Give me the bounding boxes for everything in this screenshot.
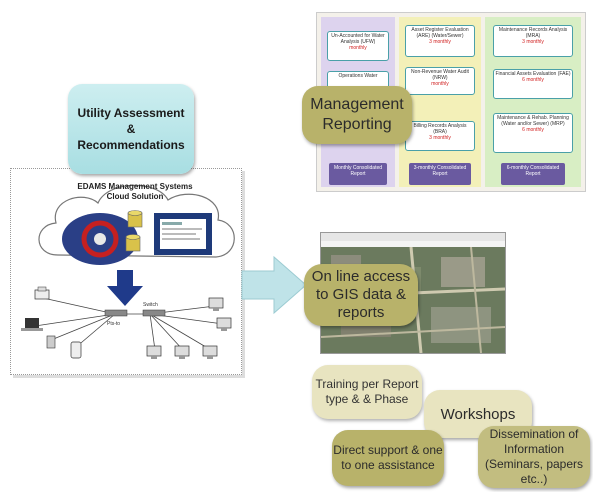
computer-icon [146,297,232,359]
report-box: Non-Revenue Water Audit (NRW) monthly [405,67,475,95]
arrow-right-icon [241,255,307,315]
arrow-down-icon [107,270,143,306]
dissemination-bubble: Dissemination of Information (Seminars, … [478,426,590,488]
report-column-3monthly: Asset Register Evaluation (ARE) (Water/S… [399,17,481,187]
management-reporting-bubble: Management Reporting [302,86,412,144]
report-box: Un-Accounted for Water Analysis (UFW) mo… [327,31,389,61]
report-footer: 3-monthly Consolidated Report [409,163,471,185]
report-box: Asset Register Evaluation (ARE) (Water/S… [405,25,475,57]
phone-icon [46,335,56,349]
report-footer: Monthly Consolidated Report [329,163,387,185]
report-footer: 6-monthly Consolidated Report [501,163,565,185]
direct-support-bubble: Direct support & one to one assistance [332,430,444,486]
database-icon [125,210,143,252]
switch-label: Switch [143,302,158,308]
printer-icon [34,286,50,300]
hub-label: Pts-to [107,321,120,327]
laptop-icon [21,318,43,331]
report-box: Maintenance & Rehab. Planning (Water and… [493,113,573,153]
gis-access-bubble: On line access to GIS data & reports [304,264,418,326]
report-box: Maintenance Records Analysis (MRA) 3 mon… [493,25,573,57]
report-column-6monthly: Maintenance Records Analysis (MRA) 3 mon… [485,17,581,187]
report-box: Billing Records Analysis (BRA) 3 monthly [405,121,475,151]
utility-assessment-box: Utility Assessment & Recommendations [68,84,194,174]
cloud-icon [38,184,235,265]
report-box: Financial Assets Evaluation (FAE) 6 mont… [493,69,573,99]
training-bubble: Training per Report type & & Phase [312,365,422,419]
cloud-title: EDAMS Management Systems Cloud Solution [77,182,193,201]
utility-assessment-label: Utility Assessment & Recommendations [77,106,185,152]
network-devices: Pts-to Switch [21,286,232,359]
report-diagram: Un-Accounted for Water Analysis (UFW) mo… [316,12,586,192]
